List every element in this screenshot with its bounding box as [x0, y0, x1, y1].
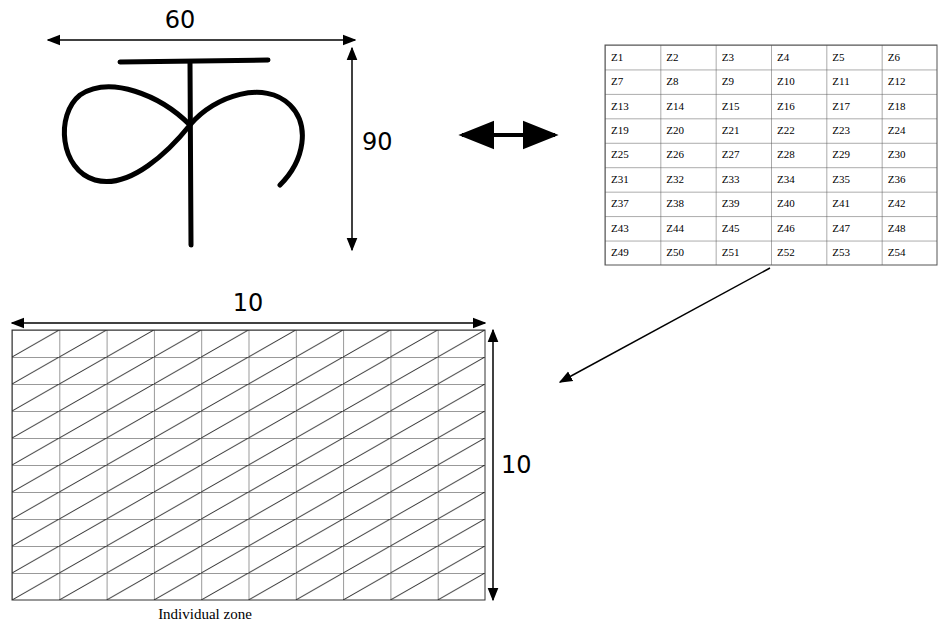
table-cell: Z3	[722, 52, 734, 63]
table-cell: Z51	[722, 247, 740, 258]
table-cell: Z48	[888, 223, 906, 234]
table-cell: Z50	[666, 247, 684, 258]
width-dimension	[48, 39, 355, 41]
height-dimension	[351, 48, 353, 250]
table-cell: Z31	[611, 174, 629, 185]
table-cell: Z22	[777, 125, 795, 136]
table-cell: Z36	[888, 174, 906, 185]
zone-table	[605, 45, 937, 265]
zone-grid	[12, 330, 485, 600]
table-cell: Z24	[888, 125, 906, 136]
table-cell: Z33	[722, 174, 740, 185]
height-dimension	[492, 330, 494, 600]
dimension-label: 10	[233, 291, 264, 315]
table-cell: Z10	[777, 76, 795, 87]
table-cell: Z12	[888, 76, 906, 87]
table-cell: Z7	[611, 76, 623, 87]
table-cell: Z17	[832, 101, 850, 112]
table-cell: Z14	[666, 101, 684, 112]
table-cell: Z6	[888, 52, 900, 63]
table-cell: Z18	[888, 101, 906, 112]
table-cell: Z34	[777, 174, 795, 185]
zone-caption: Individual zone	[158, 607, 252, 622]
mapping-arrow	[462, 133, 555, 137]
table-cell: Z9	[722, 76, 734, 87]
table-cell: Z16	[777, 101, 795, 112]
table-cell: Z8	[666, 76, 678, 87]
table-cell: Z37	[611, 198, 629, 209]
table-cell: Z11	[832, 76, 849, 87]
table-cell: Z15	[722, 101, 740, 112]
width-dimension	[12, 322, 485, 324]
dimension-label: 90	[362, 130, 393, 154]
table-cell: Z41	[832, 198, 850, 209]
table-cell: Z23	[832, 125, 850, 136]
table-cell: Z1	[611, 52, 623, 63]
table-cell: Z38	[666, 198, 684, 209]
zoom-arrow	[560, 268, 770, 382]
table-cell: Z54	[888, 247, 906, 258]
table-cell: Z47	[832, 223, 850, 234]
table-cell: Z29	[832, 149, 850, 160]
table-cell: Z13	[611, 101, 629, 112]
table-cell: Z53	[832, 247, 850, 258]
table-cell: Z27	[722, 149, 740, 160]
table-cell: Z45	[722, 223, 740, 234]
table-cell: Z19	[611, 125, 629, 136]
table-cell: Z20	[666, 125, 684, 136]
dimension-label: 10	[501, 453, 532, 477]
table-cell: Z21	[722, 125, 740, 136]
table-cell: Z52	[777, 247, 795, 258]
table-cell: Z35	[832, 174, 850, 185]
table-cell: Z40	[777, 198, 795, 209]
table-cell: Z2	[666, 52, 678, 63]
table-cell: Z49	[611, 247, 629, 258]
table-cell: Z32	[666, 174, 684, 185]
table-cell: Z26	[666, 149, 684, 160]
table-cell: Z28	[777, 149, 795, 160]
table-cell: Z25	[611, 149, 629, 160]
table-cell: Z44	[666, 223, 684, 234]
table-cell: Z4	[777, 52, 789, 63]
dimension-label: 60	[165, 8, 196, 32]
table-cell: Z5	[832, 52, 844, 63]
table-cell: Z43	[611, 223, 629, 234]
handwritten-character	[64, 60, 302, 245]
table-cell: Z46	[777, 223, 795, 234]
table-cell: Z39	[722, 198, 740, 209]
table-cell: Z42	[888, 198, 906, 209]
table-cell: Z30	[888, 149, 906, 160]
